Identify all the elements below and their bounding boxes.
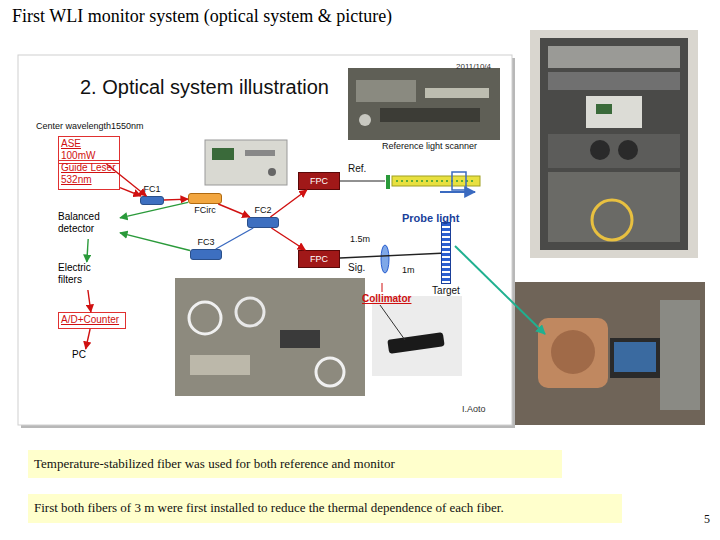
author-mark: I.Aoto — [462, 404, 486, 414]
reference-scanner — [340, 172, 480, 192]
chamber-photo — [515, 282, 705, 425]
dimension-label: 1m — [402, 265, 415, 275]
pointer-arrow — [455, 246, 545, 334]
wavelength-note: Center wavelength1550nm — [36, 121, 144, 131]
node-text: FC2 — [254, 205, 271, 215]
rack-photo — [530, 30, 698, 258]
fiber-coupler: FC3 — [190, 249, 222, 260]
counter-label: A/D+Counter — [58, 312, 126, 329]
bench-photo — [175, 278, 365, 396]
fiber-connector — [120, 233, 190, 251]
collimator-photo — [372, 296, 462, 376]
note-box: Temperature-stabilized fiber was used fo… — [28, 450, 562, 478]
part-label: Collimator — [362, 293, 411, 304]
filter-label: Electric filters — [58, 262, 114, 290]
node-text: FC1 — [143, 184, 160, 194]
fiber-coupler: FC1 — [140, 196, 164, 205]
slide-title: First WLI monitor system (optical system… — [12, 6, 392, 27]
fiber-circulator: FCirc — [188, 193, 222, 204]
node-text: ASE 100mW — [61, 138, 117, 162]
node-text: FPC — [299, 251, 339, 267]
node-text: Guide Leser 532nm — [61, 162, 117, 186]
node-text: Target — [432, 285, 460, 296]
note-box: First both fibers of 3 m were first inst… — [28, 494, 622, 523]
path-label: Ref. — [348, 163, 366, 174]
fiber-connector — [216, 228, 253, 249]
path-label: Sig. — [348, 262, 365, 273]
pc-label: PC — [72, 349, 96, 364]
panel-heading: 2. Optical system illustration — [80, 76, 329, 99]
fiber-connector — [120, 188, 141, 196]
date-stamp: 2011/10/4 — [456, 62, 491, 71]
polarization-controller: FPC — [298, 250, 340, 268]
node-text: Electric filters — [58, 262, 114, 286]
detector-label: Balanced detector — [58, 211, 120, 239]
source-label: Guide Leser 532nm — [58, 160, 120, 190]
fiber-connector — [218, 204, 249, 217]
node-text: FCirc — [194, 205, 216, 215]
fiber-connector — [270, 190, 306, 217]
node-text: FPC — [299, 173, 339, 189]
ase-photo — [205, 140, 287, 185]
node-text: Balanced detector — [58, 211, 120, 235]
page-number: 5 — [704, 512, 710, 527]
polarization-controller: FPC — [298, 172, 340, 190]
node-text: PC — [72, 349, 96, 361]
fiber-connector — [88, 290, 91, 312]
target-plate: Target — [441, 222, 451, 284]
fiber-connector — [86, 329, 90, 349]
photo-caption: Reference light scanner — [382, 141, 477, 151]
lens-symbol — [381, 245, 389, 273]
node-text: FC3 — [197, 237, 214, 247]
scanner-photo — [348, 68, 500, 140]
fiber-connector — [340, 253, 441, 258]
node-text: First both fibers of 3 m were first inst… — [34, 500, 616, 515]
fiber-connector — [164, 198, 188, 200]
dimension-label: 1.5m — [350, 234, 370, 244]
node-text: A/D+Counter — [61, 314, 123, 326]
beam-label: Probe light — [402, 212, 459, 224]
illustration-panel — [18, 55, 512, 425]
collimator-leader — [382, 283, 383, 292]
node-text: Temperature-stabilized fiber was used fo… — [34, 456, 556, 471]
fiber-coupler: FC2 — [247, 217, 279, 228]
fiber-connector — [271, 228, 305, 250]
fiber-connector — [87, 239, 88, 262]
